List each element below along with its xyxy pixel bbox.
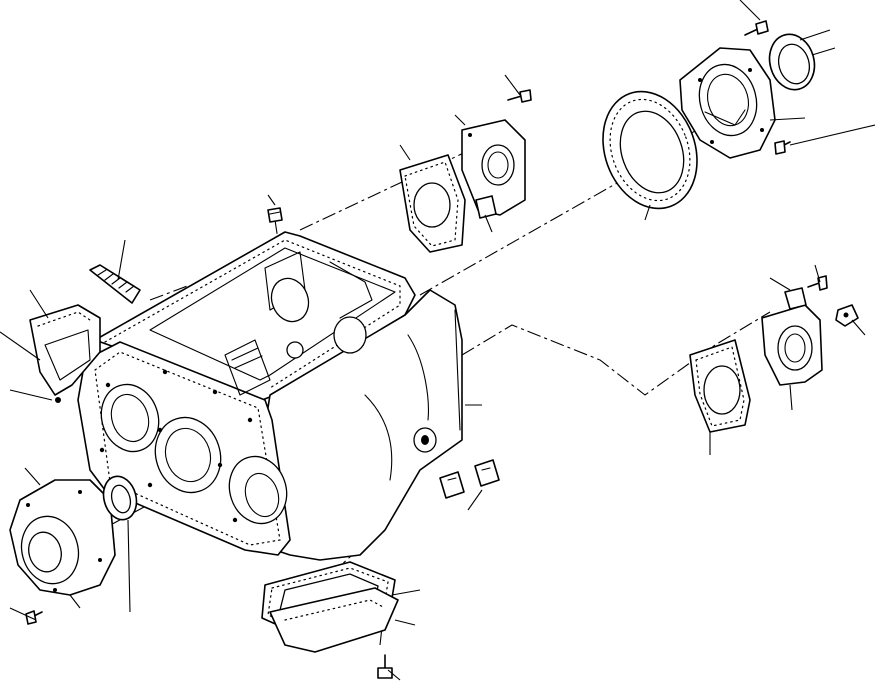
front-bolt <box>25 610 43 625</box>
rear-seal <box>768 33 816 91</box>
side-gasket <box>689 339 751 433</box>
rear-bearing-cover <box>679 47 776 159</box>
top-cover <box>29 304 101 403</box>
rear-bolts <box>744 20 791 155</box>
top-vent-plug <box>267 207 283 223</box>
pto-cover <box>461 119 526 219</box>
side-cover <box>761 304 823 386</box>
breather-plug <box>89 264 141 304</box>
pto-bolt <box>507 89 532 103</box>
front-seal <box>102 475 138 521</box>
bottom-cover <box>269 587 399 653</box>
bottom-bolt <box>377 654 393 679</box>
rear-gasket <box>602 90 698 210</box>
drain-plugs <box>439 459 500 499</box>
transmission-case <box>77 231 463 561</box>
front-bearing-cover <box>9 479 116 596</box>
pto-gasket <box>399 154 466 253</box>
